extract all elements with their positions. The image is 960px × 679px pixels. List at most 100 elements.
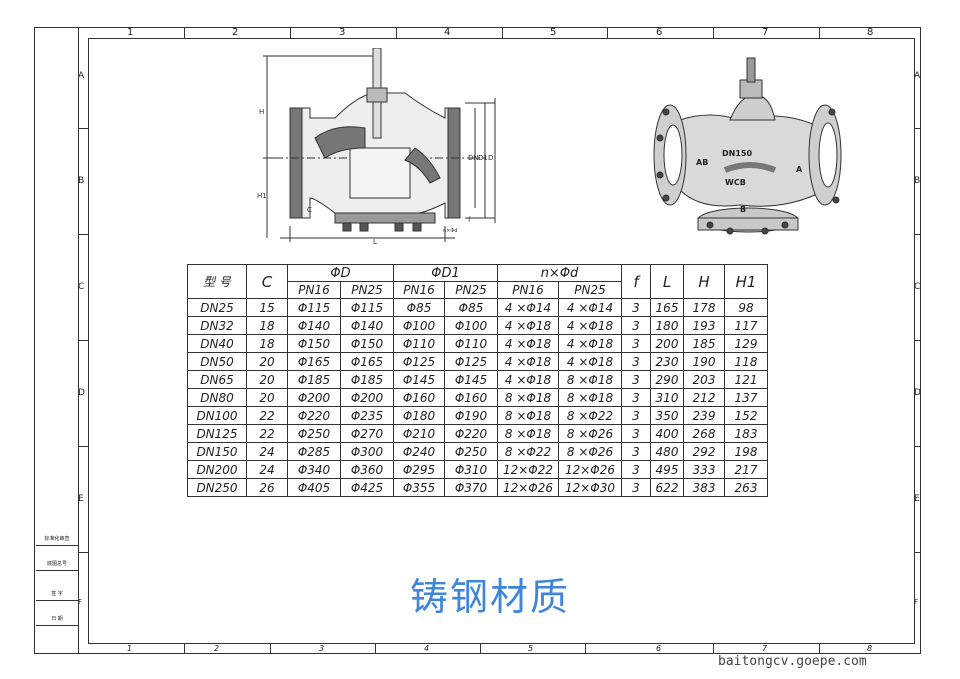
table-cell: Φ355 <box>393 478 445 497</box>
table-cell: 8 ×Φ22 <box>497 442 559 461</box>
table-cell: 4 ×Φ18 <box>558 316 622 335</box>
table-cell: 15 <box>246 298 288 317</box>
table-cell: Φ110 <box>393 334 445 353</box>
zone-letter-left: C <box>78 282 85 292</box>
table-cell: DN150 <box>187 442 247 461</box>
table-cell: Φ165 <box>340 352 394 371</box>
spec-table: 型 号 C ΦD ΦD1 n×Φd f L H H1 PN16 PN25 PN1… <box>187 264 768 497</box>
zone-num-bottom: 4 <box>424 644 430 653</box>
table-cell: DN200 <box>187 460 247 479</box>
table-cell: 212 <box>683 388 725 407</box>
zone-num-bottom: 3 <box>319 644 325 653</box>
table-cell: Φ295 <box>393 460 445 479</box>
table-cell: 193 <box>683 316 725 335</box>
table-cell: 333 <box>683 460 725 479</box>
side-label: 日 期 <box>36 612 78 626</box>
table-cell: 26 <box>246 478 288 497</box>
table-cell: DN80 <box>187 388 247 407</box>
header-l: L <box>650 264 684 299</box>
table-cell: 622 <box>650 478 684 497</box>
table-cell: 8 ×Φ26 <box>558 442 622 461</box>
table-cell: Φ100 <box>393 316 445 335</box>
table-cell: Φ100 <box>444 316 498 335</box>
table-cell: 24 <box>246 460 288 479</box>
table-cell: Φ220 <box>287 406 341 425</box>
header-f: f <box>621 264 651 299</box>
zone-num-bottom: 8 <box>867 644 873 653</box>
table-cell: Φ180 <box>393 406 445 425</box>
table-cell: Φ370 <box>444 478 498 497</box>
table-cell: 190 <box>683 352 725 371</box>
zone-letter-right: D <box>914 388 921 398</box>
header-h1: H1 <box>724 264 768 299</box>
table-cell: 4 ×Φ14 <box>558 298 622 317</box>
zone-num-top: 8 <box>867 27 874 38</box>
header-n-phi-d: n×Φd <box>497 264 622 282</box>
zone-num-bottom: 2 <box>214 644 220 653</box>
table-cell: 383 <box>683 478 725 497</box>
table-cell: 12×Φ30 <box>558 478 622 497</box>
table-cell: 350 <box>650 406 684 425</box>
zone-num-top: 7 <box>762 27 769 38</box>
dim-dn: DN <box>468 154 479 162</box>
table-cell: 22 <box>246 424 288 443</box>
header-pn16: PN16 <box>497 281 559 299</box>
table-cell: Φ165 <box>287 352 341 371</box>
table-cell: Φ285 <box>287 442 341 461</box>
zone-letter-left: B <box>78 176 85 186</box>
table-cell: 239 <box>683 406 725 425</box>
zone-letter-left: A <box>78 71 85 81</box>
table-cell: 20 <box>246 388 288 407</box>
table-cell: 3 <box>621 334 651 353</box>
table-cell: Φ200 <box>340 388 394 407</box>
table-cell: Φ340 <box>287 460 341 479</box>
table-cell: 3 <box>621 406 651 425</box>
table-cell: Φ150 <box>340 334 394 353</box>
zone-num-top: 6 <box>656 27 663 38</box>
header-h: H <box>683 264 725 299</box>
header-model: 型 号 <box>187 264 247 299</box>
table-cell: Φ300 <box>340 442 394 461</box>
zone-num-bottom: 7 <box>762 644 768 653</box>
table-cell: 8 ×Φ18 <box>558 370 622 389</box>
valve-3d-illustration: DN150 WCB AB A B <box>653 57 842 235</box>
side-label: 签 字 <box>36 587 78 601</box>
table-cell: 263 <box>724 478 768 497</box>
label-ab: AB <box>696 158 708 167</box>
header-phi-d1: ΦD1 <box>393 264 498 282</box>
table-cell: 12×Φ26 <box>558 460 622 479</box>
table-cell: 4 ×Φ18 <box>497 316 559 335</box>
table-cell: 3 <box>621 388 651 407</box>
zone-letter-right: C <box>914 282 921 292</box>
table-cell: Φ125 <box>444 352 498 371</box>
table-cell: DN25 <box>187 298 247 317</box>
table-cell: 20 <box>246 352 288 371</box>
table-cell: 495 <box>650 460 684 479</box>
table-cell: 24 <box>246 442 288 461</box>
table-cell: Φ160 <box>444 388 498 407</box>
table-cell: 8 ×Φ18 <box>497 388 559 407</box>
zone-num-top: 3 <box>339 27 346 38</box>
zone-letter-right: A <box>914 71 921 81</box>
table-cell: 98 <box>724 298 768 317</box>
table-cell: 480 <box>650 442 684 461</box>
table-cell: 4 ×Φ14 <box>497 298 559 317</box>
table-cell: 198 <box>724 442 768 461</box>
header-c: C <box>246 264 288 299</box>
table-cell: Φ270 <box>340 424 394 443</box>
header-pn25: PN25 <box>340 281 394 299</box>
zone-letter-left: D <box>78 388 85 398</box>
table-cell: Φ425 <box>340 478 394 497</box>
dim-d1: D1 <box>478 154 488 162</box>
table-cell: 290 <box>650 370 684 389</box>
table-cell: 8 ×Φ22 <box>558 406 622 425</box>
table-cell: 292 <box>683 442 725 461</box>
header-pn25: PN25 <box>444 281 498 299</box>
table-cell: 3 <box>621 424 651 443</box>
table-cell: 3 <box>621 316 651 335</box>
